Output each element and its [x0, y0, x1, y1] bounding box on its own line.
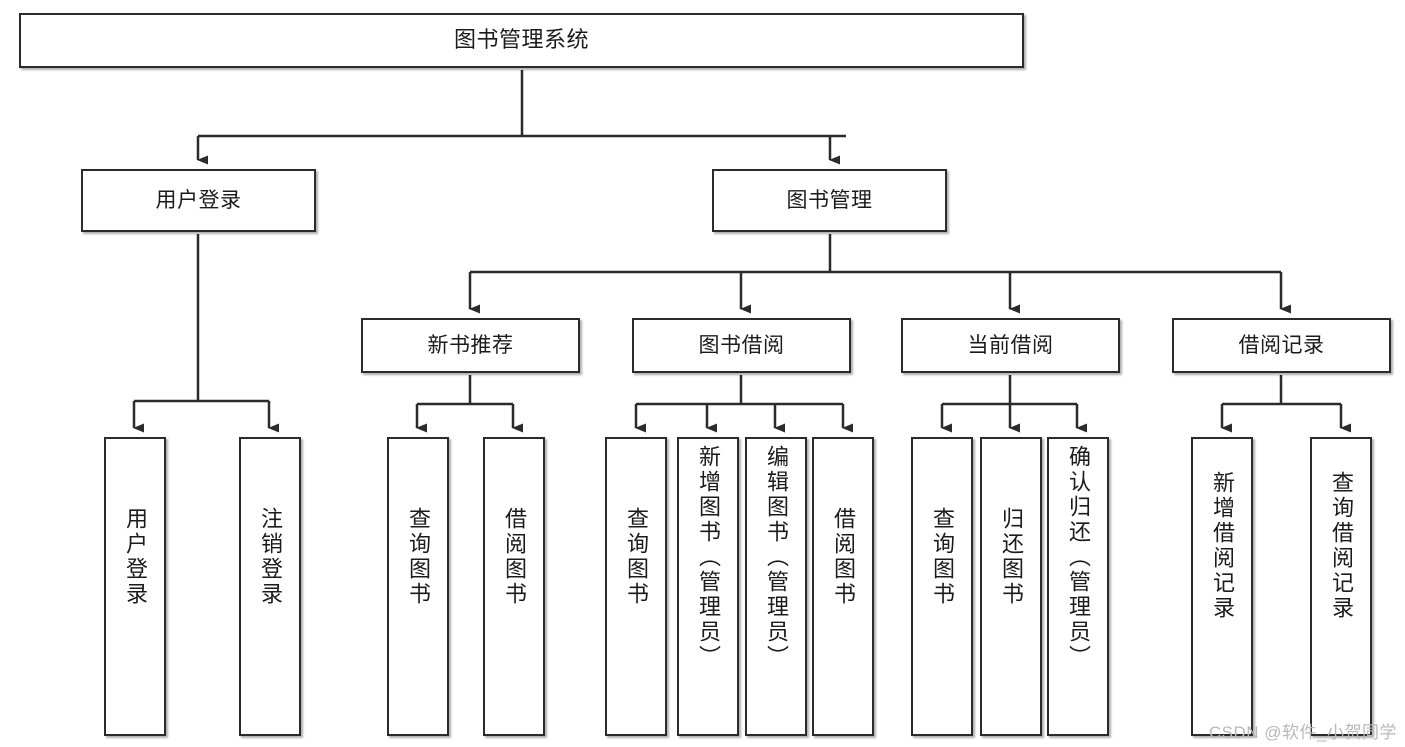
- node-leaf-borrow-book-new[interactable]: 借阅图书: [483, 437, 545, 736]
- node-label: 借阅记录: [1238, 333, 1325, 357]
- node-book-borrow[interactable]: 图书借阅: [632, 318, 851, 373]
- node-label: 查询图书: [406, 507, 431, 607]
- node-leaf-confirm-return-admin[interactable]: 确认归还（管理员）: [1047, 437, 1109, 736]
- node-label: 当前借阅: [967, 333, 1054, 357]
- node-current-borrow[interactable]: 当前借阅: [901, 318, 1120, 373]
- node-label: 归还图书: [999, 507, 1024, 607]
- node-leaf-borrow-book-borrow[interactable]: 借阅图书: [812, 437, 874, 736]
- node-label: 编辑图书（管理员）: [764, 445, 789, 670]
- node-leaf-logout-login[interactable]: 注销登录: [239, 437, 301, 736]
- node-leaf-edit-book-admin[interactable]: 编辑图书（管理员）: [745, 437, 807, 736]
- node-leaf-return-book[interactable]: 归还图书: [980, 437, 1042, 736]
- node-user-login[interactable]: 用户登录: [81, 169, 316, 232]
- node-label: 查询借阅记录: [1329, 471, 1354, 621]
- node-book-manage[interactable]: 图书管理: [712, 169, 947, 232]
- node-label: 用户登录: [155, 188, 242, 212]
- node-leaf-add-borrow-record[interactable]: 新增借阅记录: [1191, 437, 1253, 736]
- node-leaf-add-book-admin[interactable]: 新增图书（管理员）: [677, 437, 739, 736]
- node-label: 新增图书（管理员）: [696, 445, 721, 670]
- node-label: 图书管理系统: [453, 27, 589, 53]
- node-label: 查询图书: [930, 507, 955, 607]
- node-new-book-recommend[interactable]: 新书推荐: [361, 318, 580, 373]
- node-label: 注销登录: [258, 507, 283, 607]
- node-borrow-record[interactable]: 借阅记录: [1172, 318, 1391, 373]
- node-label: 确认归还（管理员）: [1066, 445, 1091, 670]
- node-leaf-user-login[interactable]: 用户登录: [104, 437, 166, 736]
- node-label: 用户登录: [123, 507, 148, 607]
- node-label: 借阅图书: [502, 507, 527, 607]
- node-label: 图书借阅: [698, 333, 785, 357]
- node-label: 借阅图书: [831, 507, 856, 607]
- node-leaf-query-book-new[interactable]: 查询图书: [387, 437, 449, 736]
- node-label: 查询图书: [624, 507, 649, 607]
- node-leaf-query-book-borrow[interactable]: 查询图书: [605, 437, 667, 736]
- csdn-watermark: CSDN @软件_小贺同学: [1208, 723, 1397, 742]
- node-label: 新书推荐: [427, 333, 514, 357]
- node-label: 图书管理: [786, 188, 873, 212]
- node-leaf-query-borrow-record[interactable]: 查询借阅记录: [1310, 437, 1372, 736]
- node-label: 新增借阅记录: [1210, 471, 1235, 621]
- node-leaf-query-book-current[interactable]: 查询图书: [911, 437, 973, 736]
- node-root-book-management-system[interactable]: 图书管理系统: [19, 13, 1024, 68]
